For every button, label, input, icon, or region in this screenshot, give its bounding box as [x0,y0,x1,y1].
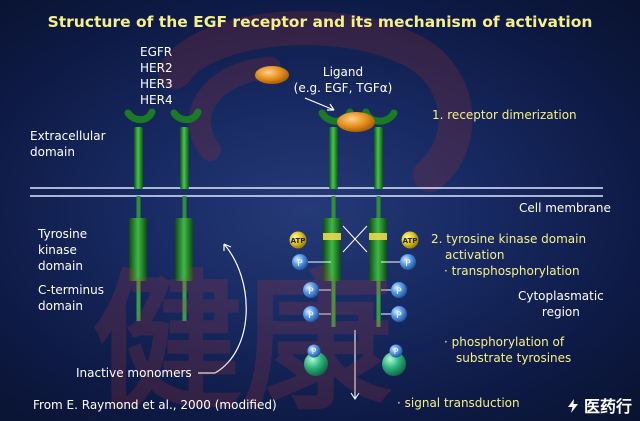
ct-line: domain [38,299,83,313]
bound-ligand [337,112,375,132]
atp-label: ATP [291,237,306,245]
inactive-monomers-label: Inactive monomers [76,366,192,380]
substrate-phosphorylation-label: phosphorylation of substrate tyrosines [444,334,572,366]
receptor-name: HER2 [140,61,173,75]
inactive-monomers-arrow [198,243,247,374]
monomer-left [124,108,156,321]
step2-line: activation [445,248,505,262]
cyto-line: Cytoplasmatic [518,289,604,303]
watermark-text: 健康 [92,257,392,421]
slide-title: Structure of the EGF receptor and its me… [47,13,593,31]
logo-text: 医药行 [583,397,632,416]
substrate-right: P [382,344,406,376]
monomer-right [170,108,202,321]
phosphate-label: P [312,347,317,356]
cyto-line: region [541,305,580,319]
phosphate-r1: P [400,254,416,270]
extracellular-line: domain [30,145,75,159]
phosphate-r2: P [391,282,407,298]
watermark-swirl [158,10,473,192]
atp-right: ATP [401,231,419,249]
step1-label: 1. receptor dimerization [432,108,577,122]
ligand-arrow [304,97,335,111]
tk-line: domain [38,259,83,273]
phosphate-l2: P [303,282,319,298]
kinase-active-band-right [369,233,387,240]
atp-label: ATP [403,237,418,245]
phosphate-r3: P [391,306,407,322]
tk-line: Tyrosine [38,227,88,241]
ligand-label: Ligand (e.g. EGF, TGFα) [276,64,410,96]
extracellular-line: Extracellular [30,129,106,143]
step2-line: 2. tyrosine kinase domain [431,232,587,246]
phosphate-label: P [308,311,314,321]
phosphate-label: P [396,311,402,321]
transphosphorylation-label: transphosphorylation [444,264,580,279]
cell-membrane-lines [30,187,603,197]
cytoplasmatic-region-label: Cytoplasmatic region [518,288,604,320]
phosphate-label: P [297,259,303,269]
source-citation: From E. Raymond et al., 2000 (modified) [33,398,277,412]
phosphate-label: P [308,287,314,297]
signal-down-arrow [350,330,360,400]
extracellular-domain-label: Extracellular domain [30,128,106,160]
atp-left: ATP [289,231,307,249]
step2-label: 2. tyrosine kinase domain activation [431,231,586,263]
ct-line: C-terminus [38,283,105,297]
phosphate-label: P [396,287,402,297]
phosphate-label: P [405,259,411,269]
free-ligand [255,66,289,84]
receptor-name: HER3 [140,77,173,91]
cell-membrane-label: Cell membrane [519,201,611,215]
signal-transduction-label: signal transduction [397,396,520,411]
substrate-line: phosphorylation of [444,334,571,350]
tk-line: kinase [38,243,77,257]
c-terminus-domain-label: C-terminus domain [38,282,104,314]
substrate-left: P [304,344,328,376]
phosphate-label: P [394,347,399,356]
ligand-line: Ligand [322,65,364,79]
receptor-name: HER4 [140,93,173,107]
tyrosine-kinase-domain-label: Tyrosine kinase domain [38,226,87,274]
phosphate-l3: P [303,306,319,322]
lightning-logo-icon [567,399,578,413]
brand-logo: 医药行 [565,393,632,417]
substrate-line: substrate tyrosines [456,351,572,365]
receptor-name: EGFR [140,45,173,59]
receptor-family-list: EGFR HER2 HER3 HER4 [140,44,173,108]
phosphate-l1: P [292,254,308,270]
transphosphorylation-cross [342,225,368,253]
watermark-glyph: 健康 [92,257,392,421]
ligand-line: (e.g. EGF, TGFα) [293,81,393,95]
kinase-active-band-left [323,233,341,240]
